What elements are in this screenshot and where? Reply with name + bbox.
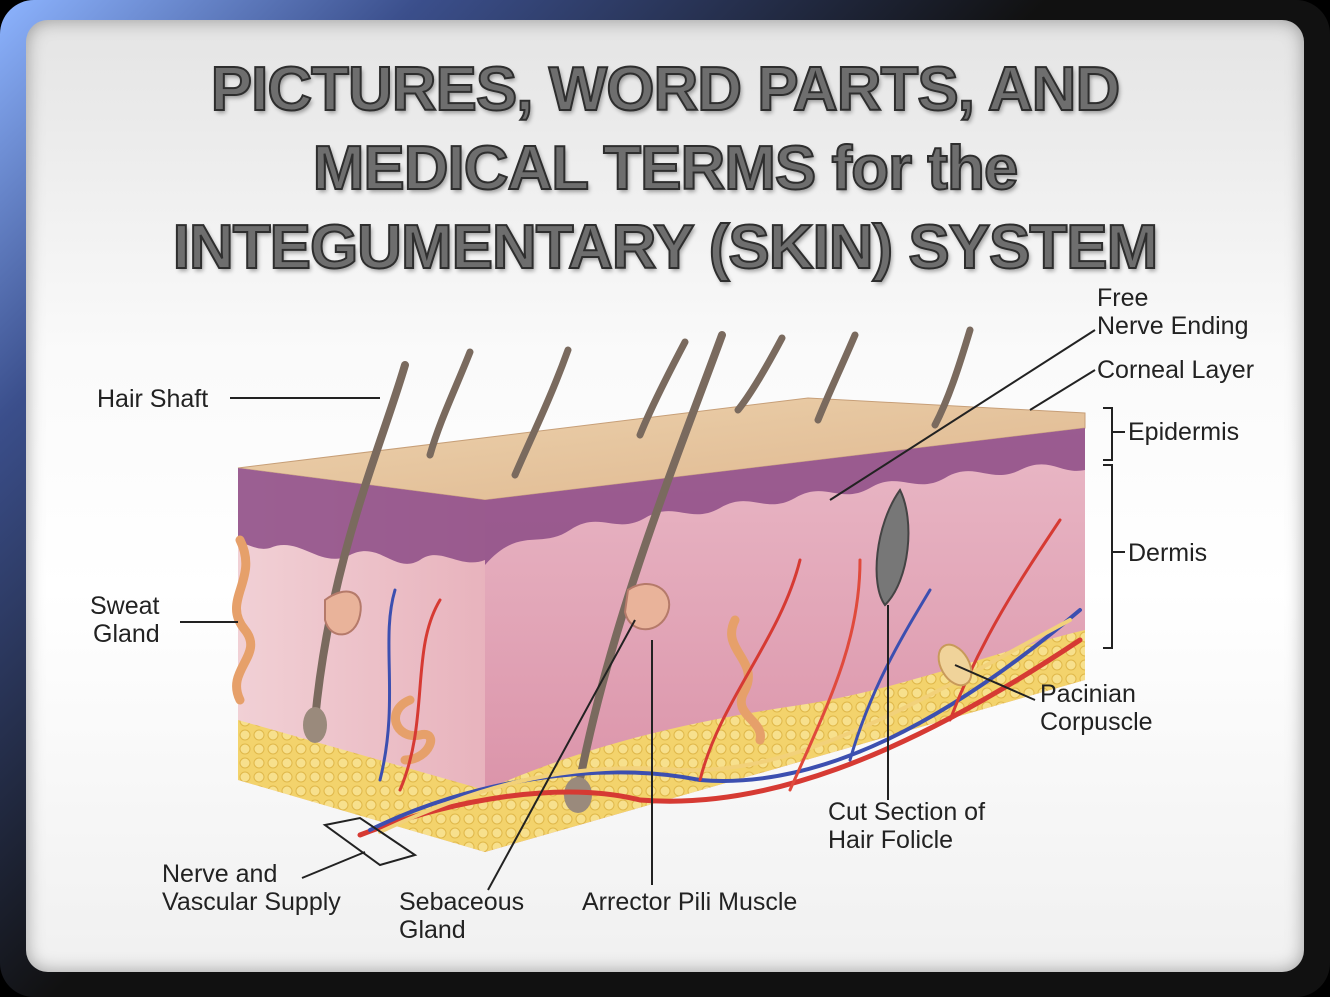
label-nerve-vascular-2: Vascular Supply [162,888,341,916]
label-cut-section-1: Cut Section of [828,798,985,826]
label-sweat-gland-2: Gland [93,620,160,648]
label-corneal-layer: Corneal Layer [1097,356,1254,384]
title-line-1: PICTURES, WORD PARTS, AND [210,54,1121,125]
label-arrector-pili: Arrector Pili Muscle [582,888,797,916]
slide-title: PICTURES, WORD PARTS, AND MEDICAL TERMS … [26,50,1304,287]
label-free-nerve-ending-1: Free [1097,284,1148,312]
labels: Hair Shaft Free Nerve Ending Corneal Lay… [90,284,1254,944]
leader-lines [180,329,1125,891]
hair-shafts [311,326,974,794]
sebaceous-glands [324,583,671,636]
hair-follicles [303,488,910,813]
sweat-glands [231,535,765,765]
label-epidermis: Epidermis [1128,418,1239,446]
label-dermis: Dermis [1128,539,1207,567]
label-sebaceous-2: Gland [399,916,466,944]
label-pacinian-2: Corpuscle [1040,708,1153,736]
label-nerve-vascular-1: Nerve and [162,860,277,888]
title-line-3: INTEGUMENTARY (SKIN) SYSTEM [172,212,1160,283]
label-hair-shaft: Hair Shaft [97,385,208,413]
title-line-2: MEDICAL TERMS for the [312,133,1020,204]
label-cut-section-2: Hair Folicle [828,826,953,854]
skin-block [237,397,1086,852]
label-sweat-gland-1: Sweat [90,592,160,620]
blood-vessels [357,518,1083,838]
label-free-nerve-ending-2: Nerve Ending [1097,312,1248,340]
label-sebaceous-1: Sebaceous [399,888,524,916]
label-pacinian-1: Pacinian [1040,680,1136,708]
